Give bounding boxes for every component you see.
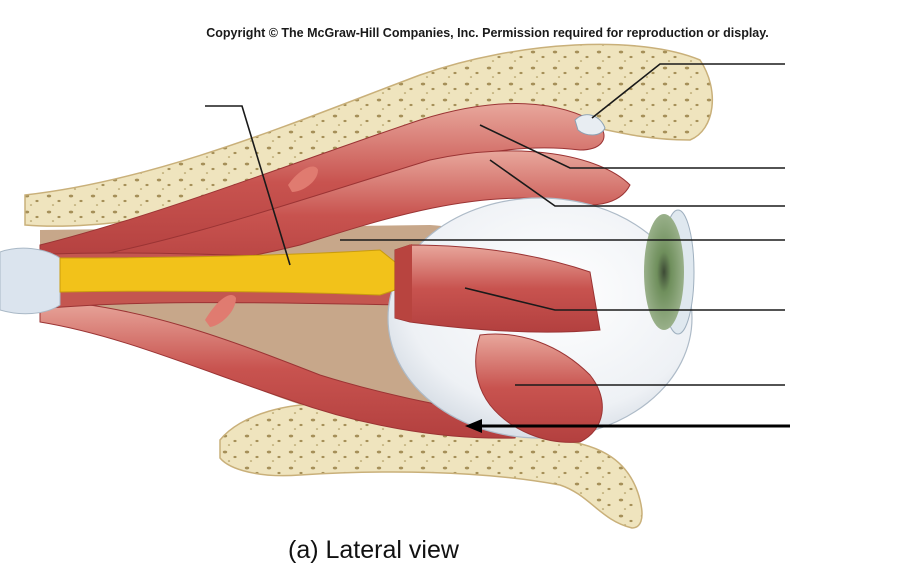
leader-lines: [205, 63, 785, 386]
leader-line-superior-rectus: [489, 159, 785, 207]
figure-caption: (a) Lateral view: [288, 536, 459, 564]
nerve-branch-lower: [205, 294, 236, 327]
leader-line-optic-nerve: [205, 105, 291, 266]
inferior-oblique-muscle: [475, 333, 603, 443]
common-tendinous-ring: [0, 247, 61, 315]
iris: [644, 214, 684, 330]
lateral-rectus-muscle: [394, 244, 601, 333]
leader-line-superior-oblique: [479, 124, 785, 169]
inferior-rectus-muscle: [39, 299, 521, 439]
arrow-inferior-rectus-head: [465, 419, 482, 433]
nerve-branch-upper: [288, 166, 318, 192]
leader-line-lateral-rectus: [464, 287, 785, 311]
trochlea: [574, 114, 606, 136]
lateral-rectus-cut-end: [395, 244, 412, 322]
copyright-notice: Copyright © The McGraw-Hill Companies, I…: [206, 26, 769, 40]
leader-line-trochlea: [591, 63, 785, 119]
